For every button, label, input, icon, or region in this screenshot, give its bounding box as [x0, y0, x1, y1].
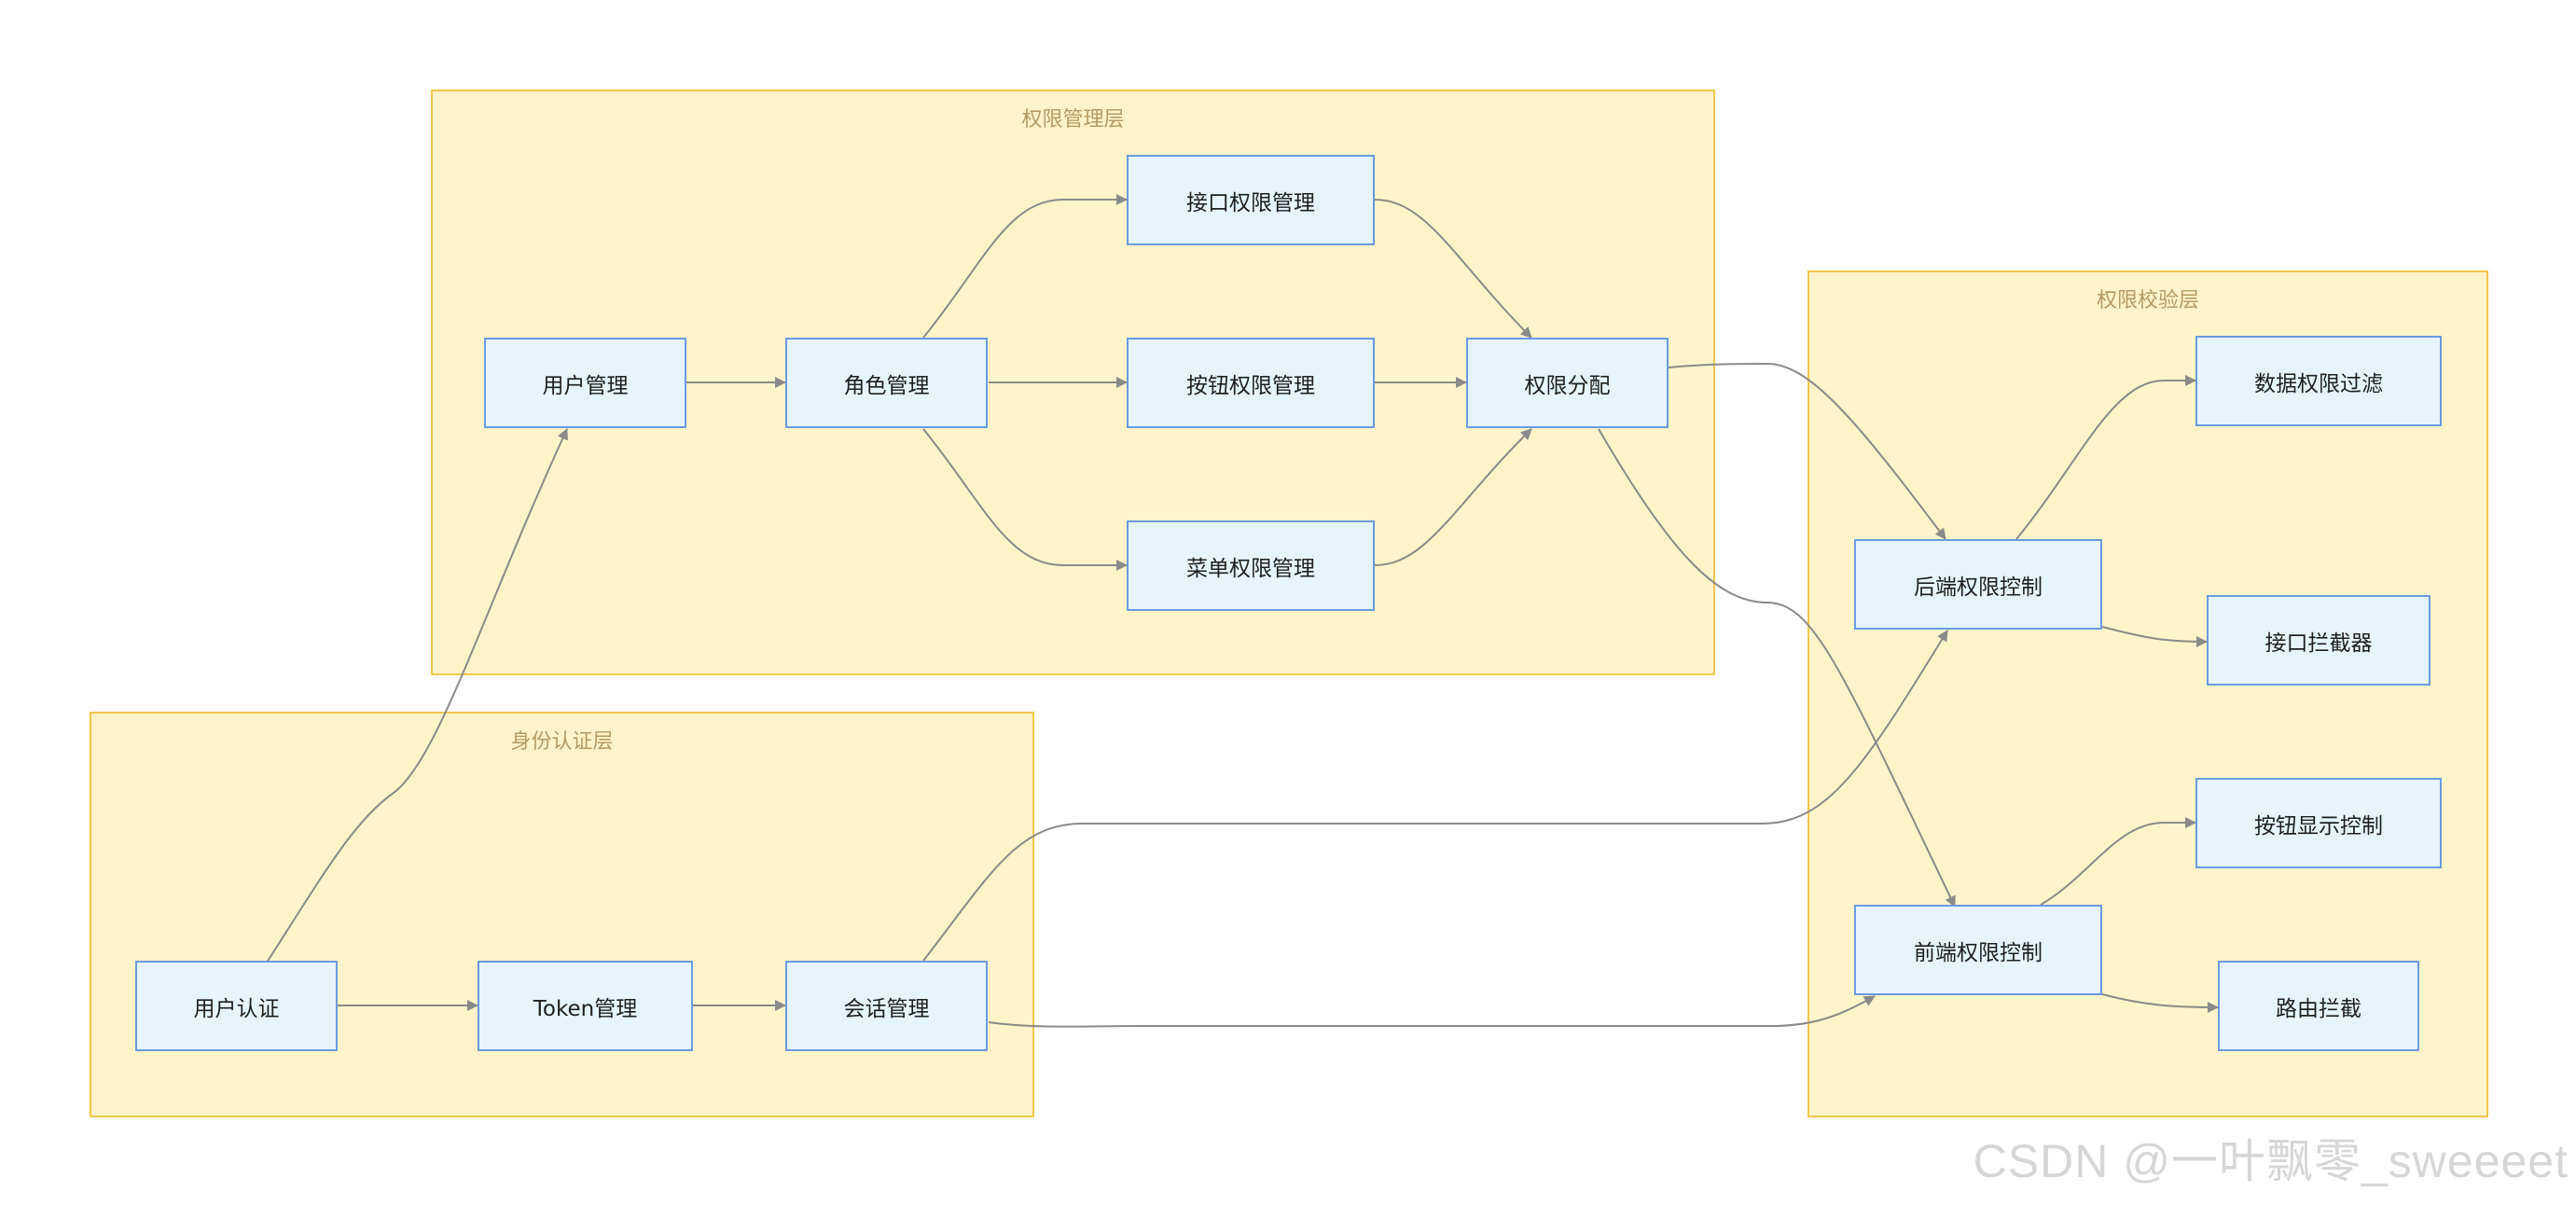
node-user-management: 用户管理	[484, 338, 686, 428]
edge-menu-perm-perm-assign	[1374, 428, 1532, 566]
node-api-interceptor: 接口拦截器	[2207, 595, 2431, 686]
edge-role-mgmt-api-perm	[922, 194, 1128, 339]
edge-session-mgmt-frontend-ctrl	[988, 995, 1876, 1028]
node-token-management: Token管理	[478, 961, 693, 1051]
edge-frontend-ctrl-button-display	[2040, 817, 2196, 906]
edge-backend-ctrl-api-interceptor	[2101, 626, 2208, 647]
node-button-permission-management: 按钮权限管理	[1127, 338, 1375, 428]
edge-user-auth-user-mgmt	[266, 428, 568, 963]
node-menu-permission-management: 菜单权限管理	[1127, 520, 1375, 611]
node-data-permission-filter: 数据权限过滤	[2195, 336, 2442, 426]
node-permission-assignment: 权限分配	[1466, 338, 1669, 428]
watermark: CSDN @一叶飘零_sweeeet	[1973, 1135, 2569, 1187]
edge-perm-assign-backend-ctrl	[1668, 362, 1946, 540]
edge-session-mgmt-backend-ctrl	[922, 630, 1948, 962]
edge-backend-ctrl-data-filter	[2015, 375, 2196, 540]
edge-frontend-ctrl-route-intercept	[2101, 993, 2219, 1013]
cluster-title: 权限校验层	[2096, 289, 2199, 312]
node-api-permission-management: 接口权限管理	[1127, 155, 1375, 245]
node-backend-permission-control: 后端权限控制	[1854, 539, 2102, 630]
edge-perm-assign-frontend-ctrl	[1598, 428, 1956, 908]
edge-api-perm-perm-assign	[1374, 199, 1532, 339]
edge-role-mgmt-menu-perm	[922, 428, 1128, 571]
node-route-interception: 路由拦截	[2218, 961, 2419, 1051]
node-button-display-control: 按钮显示控制	[2195, 778, 2442, 868]
cluster-title: 身份认证层	[510, 730, 614, 754]
node-role-management: 角色管理	[785, 338, 988, 428]
node-session-management: 会话管理	[785, 961, 988, 1051]
node-user-authentication: 用户认证	[135, 961, 338, 1051]
node-frontend-permission-control: 前端权限控制	[1854, 905, 2102, 995]
cluster-title: 权限管理层	[1021, 108, 1125, 132]
